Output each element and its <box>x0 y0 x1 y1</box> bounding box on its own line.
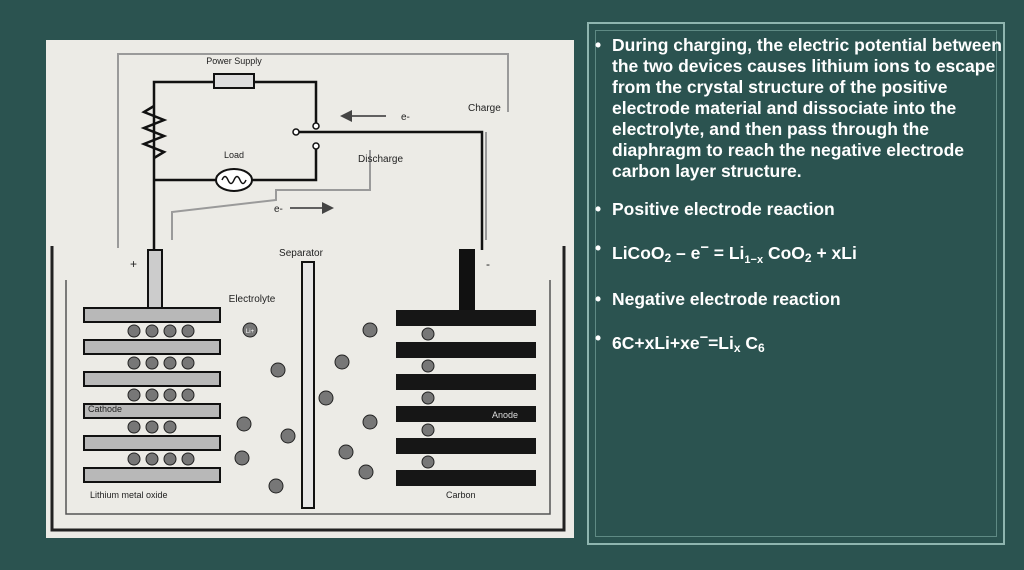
battery-diagram-panel: Power Supply Load Charge Discharge e- e-… <box>46 40 574 538</box>
carbon-label: Carbon <box>446 490 476 500</box>
separator <box>301 261 315 509</box>
circuit-wire-right <box>296 130 484 250</box>
bullet-charging: • During charging, the electric potentia… <box>595 35 1007 182</box>
load-label: Load <box>224 150 244 160</box>
bullet-list: • During charging, the electric potentia… <box>595 35 1007 359</box>
bullet-positive-heading: • Positive electrode reaction <box>595 199 1007 220</box>
positive-terminal <box>147 249 163 311</box>
bullet-negative-heading: • Negative electrode reaction <box>595 288 1007 310</box>
negative-terminal <box>459 249 475 315</box>
bullet-text: Negative electrode reaction <box>612 288 841 309</box>
cathode-plates <box>83 307 221 483</box>
cathode-label: Cathode <box>88 404 122 414</box>
bullet-marker: • <box>595 238 602 258</box>
power-supply-label: Power Supply <box>206 56 262 66</box>
bullet-marker: • <box>595 35 602 55</box>
resistor-icon <box>140 104 168 160</box>
battery-diagram: Power Supply Load Charge Discharge e- e-… <box>50 53 566 532</box>
svg-text:Li+: Li+ <box>246 329 255 335</box>
bullet-positive-equation: • LiCoO2 – e− = Li1−x CoO2 + xLi <box>595 238 857 266</box>
bullet-text: Positive electrode reaction <box>612 199 835 219</box>
bullet-marker: • <box>595 288 602 309</box>
bullet-marker: • <box>595 327 602 348</box>
plus-sign: + <box>130 257 137 271</box>
separator-label: Separator <box>279 248 324 259</box>
charge-label: Charge <box>468 103 501 114</box>
discharge-label: Discharge <box>358 154 403 165</box>
text-frame <box>587 22 1005 545</box>
bullet-text: During charging, the electric potential … <box>612 35 1002 181</box>
power-supply-icon <box>213 73 255 89</box>
anode-label: Anode <box>492 410 518 420</box>
minus-sign: - <box>486 257 490 271</box>
circuit-wire-top <box>152 80 214 250</box>
electron-label-top: e- <box>401 112 410 123</box>
electron-label-bottom: e- <box>274 204 283 215</box>
battery-container <box>50 246 566 532</box>
charge-path-outer <box>117 53 509 248</box>
bullet-marker: • <box>595 199 602 219</box>
discharge-path-inner <box>171 150 371 240</box>
anode-plates <box>396 310 536 486</box>
bullet-negative-equation: • 6C+xLi+xe−=Lix C6 <box>595 327 765 355</box>
lithium-metal-oxide-label: Lithium metal oxide <box>90 490 168 500</box>
lithium-ions: Li+ <box>127 322 435 494</box>
electrolyte-label: Electrolyte <box>229 294 276 305</box>
